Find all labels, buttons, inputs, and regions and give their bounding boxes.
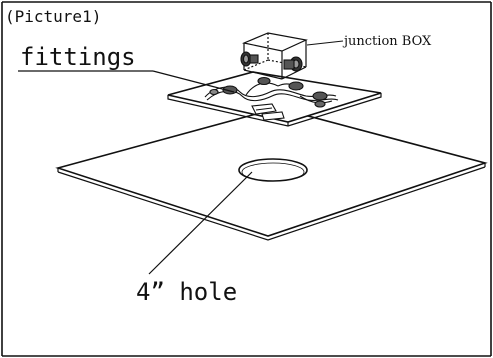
fittings-plate [167, 71, 382, 127]
hole-label: 4” hole [136, 278, 237, 306]
hole-leader-line [148, 171, 253, 275]
fitting-connectors [209, 76, 328, 121]
fittings-leader-line [152, 70, 235, 93]
junction-box-leader-line [306, 40, 344, 46]
junction-box-label: junction BOX [342, 34, 432, 49]
fittings-label: fittings [20, 43, 136, 71]
figure-caption: (Picture1) [5, 7, 101, 26]
hole-circle [238, 158, 308, 182]
junction-box-glands [240, 51, 303, 72]
ceiling-panel [55, 107, 488, 241]
